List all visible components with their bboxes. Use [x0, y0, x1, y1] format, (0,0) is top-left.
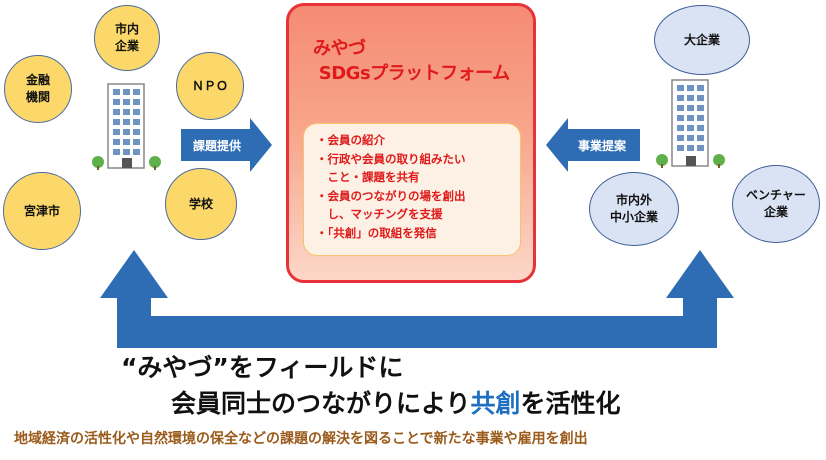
arrow-label-left: 課題提供	[192, 138, 241, 153]
arrow-label-right: 事業提案	[577, 138, 626, 153]
platform-title: みやづ SDGsプラットフォーム	[313, 38, 510, 84]
arrow-business-proposal	[546, 118, 640, 172]
platform-activities-box: ・会員の紹介 ・行政や会員の取り組みたい こと・課題を共有 ・会員のつながりの場…	[303, 123, 521, 256]
platform-bullet: ・「共創」の取組を発信	[316, 225, 437, 240]
footer-description: 地域経済の活性化や自然環境の保全などの課題の解決を図ることで新たな事業や雇用を創…	[14, 431, 588, 447]
headline-line2-before: 会員同士のつながりにより	[171, 389, 471, 418]
headline-line2: 会員同士のつながりにより共創を活性化	[171, 384, 621, 420]
headline-line2-after: を活性化	[520, 389, 621, 418]
circle-financial-institutions: 金融 機関	[4, 55, 72, 123]
circle-venture-companies: ベンチャー 企業	[732, 165, 820, 243]
arrow-issue-provision	[181, 118, 272, 172]
headline-highlight: 共創	[470, 389, 521, 418]
platform-bullet: ・会員のつながりの場を創出	[316, 188, 466, 203]
circle-sme-companies: 市内外 中小企業	[589, 172, 679, 246]
office-building-icon-right	[656, 79, 725, 168]
circle-local-companies: 市内 企業	[94, 5, 160, 71]
circle-schools: 学校	[165, 168, 237, 240]
office-building-icon	[92, 83, 161, 170]
platform-bullet: ・行政や会員の取り組みたい	[316, 151, 466, 166]
circle-miyazu-city: 宮津市	[3, 172, 81, 250]
circle-npo: ＮＰＯ	[176, 52, 244, 120]
platform-bullet: こと・課題を共有	[316, 170, 420, 184]
platform-bullet: ・会員の紹介	[316, 133, 385, 147]
sdgs-platform-box: みやづ SDGsプラットフォーム ・会員の紹介 ・行政や会員の取り組みたい こと…	[286, 3, 536, 283]
circle-large-companies: 大企業	[654, 5, 750, 75]
headline-line1: “みやづ”をフィールドに	[121, 353, 404, 382]
platform-bullet: し、マッチングを支援	[316, 207, 443, 221]
